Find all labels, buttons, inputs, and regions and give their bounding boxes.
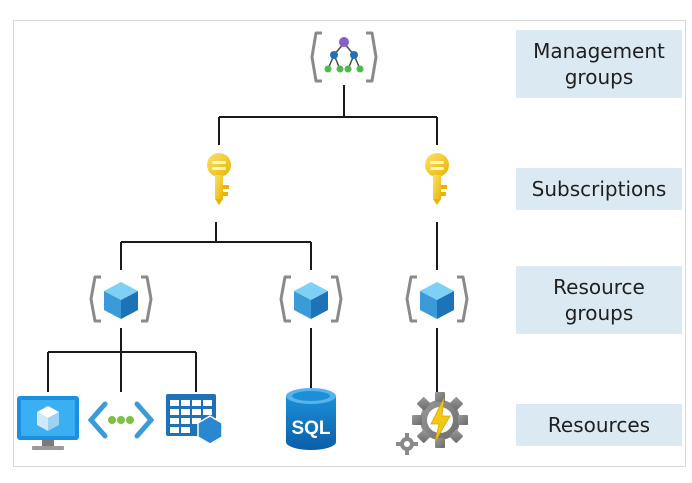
tier-label-subscriptions: Subscriptions bbox=[516, 168, 682, 210]
resource-groups-label-line2: groups bbox=[564, 301, 634, 325]
management-group-icon bbox=[310, 31, 378, 83]
subscription-key-icon-right bbox=[425, 153, 449, 205]
sql-database-icon: SQL bbox=[286, 388, 336, 450]
resource-group-icon-1 bbox=[89, 275, 153, 323]
tier-label-resource-groups: Resource groups bbox=[516, 266, 682, 334]
tier-label-resources: Resources bbox=[516, 404, 682, 446]
sql-label: SQL bbox=[291, 418, 330, 439]
subscriptions-label: Subscriptions bbox=[531, 177, 667, 201]
management-groups-label-line2: groups bbox=[564, 65, 634, 89]
connector-lines bbox=[47, 85, 438, 392]
storage-table-icon bbox=[166, 394, 223, 445]
resource-group-icon-3 bbox=[405, 275, 469, 323]
virtual-machine-icon bbox=[17, 396, 79, 450]
tier-label-management-groups: Management groups bbox=[516, 30, 682, 98]
function-app-icon bbox=[396, 392, 468, 455]
virtual-network-icon bbox=[87, 401, 155, 439]
management-groups-label-line1: Management bbox=[533, 39, 665, 63]
resources-label: Resources bbox=[547, 413, 651, 437]
resource-groups-label-line1: Resource bbox=[553, 275, 645, 299]
subscription-key-icon-left bbox=[207, 153, 231, 205]
resource-group-icon-2 bbox=[279, 275, 343, 323]
